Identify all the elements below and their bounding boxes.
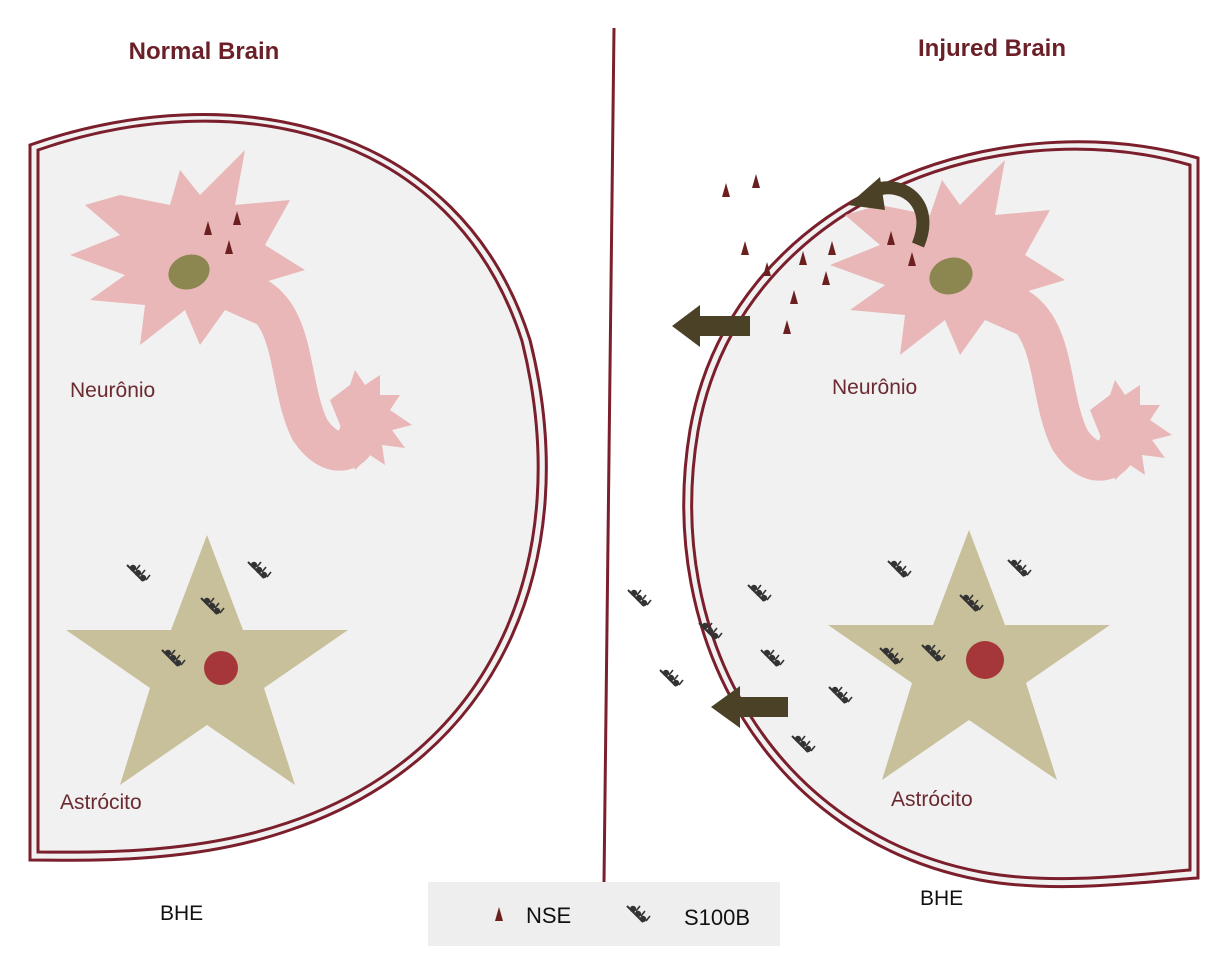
- s100b-marker: [660, 670, 683, 686]
- right-barrier-label: BHE: [920, 887, 963, 910]
- left-cell-membrane: [30, 115, 546, 861]
- right-panel-title: Injured Brain: [918, 35, 1066, 62]
- panel-divider: [604, 28, 614, 882]
- s100b-marker: [628, 590, 651, 606]
- nse-marker: [752, 174, 760, 188]
- right-neuron-label: Neurônio: [832, 376, 917, 399]
- nse-marker: [741, 241, 749, 255]
- left-barrier-label: BHE: [160, 902, 203, 925]
- legend-s100b-label: S100B: [684, 905, 750, 930]
- legend-nse-label: NSE: [526, 903, 571, 928]
- legend: NSE S100B: [428, 882, 780, 946]
- left-panel: Normal Brain Neurônio Astrócito BHE: [30, 38, 546, 925]
- nse-marker: [722, 183, 730, 197]
- left-neuron-label: Neurônio: [70, 379, 155, 402]
- astrocyte-nucleus: [966, 641, 1004, 679]
- right-panel: Injured Brain Neurônio: [628, 35, 1198, 910]
- right-astrocyte-label: Astrócito: [891, 788, 973, 811]
- left-panel-title: Normal Brain: [129, 38, 280, 65]
- astrocyte-nucleus: [204, 651, 238, 685]
- left-astrocyte-label: Astrócito: [60, 791, 142, 814]
